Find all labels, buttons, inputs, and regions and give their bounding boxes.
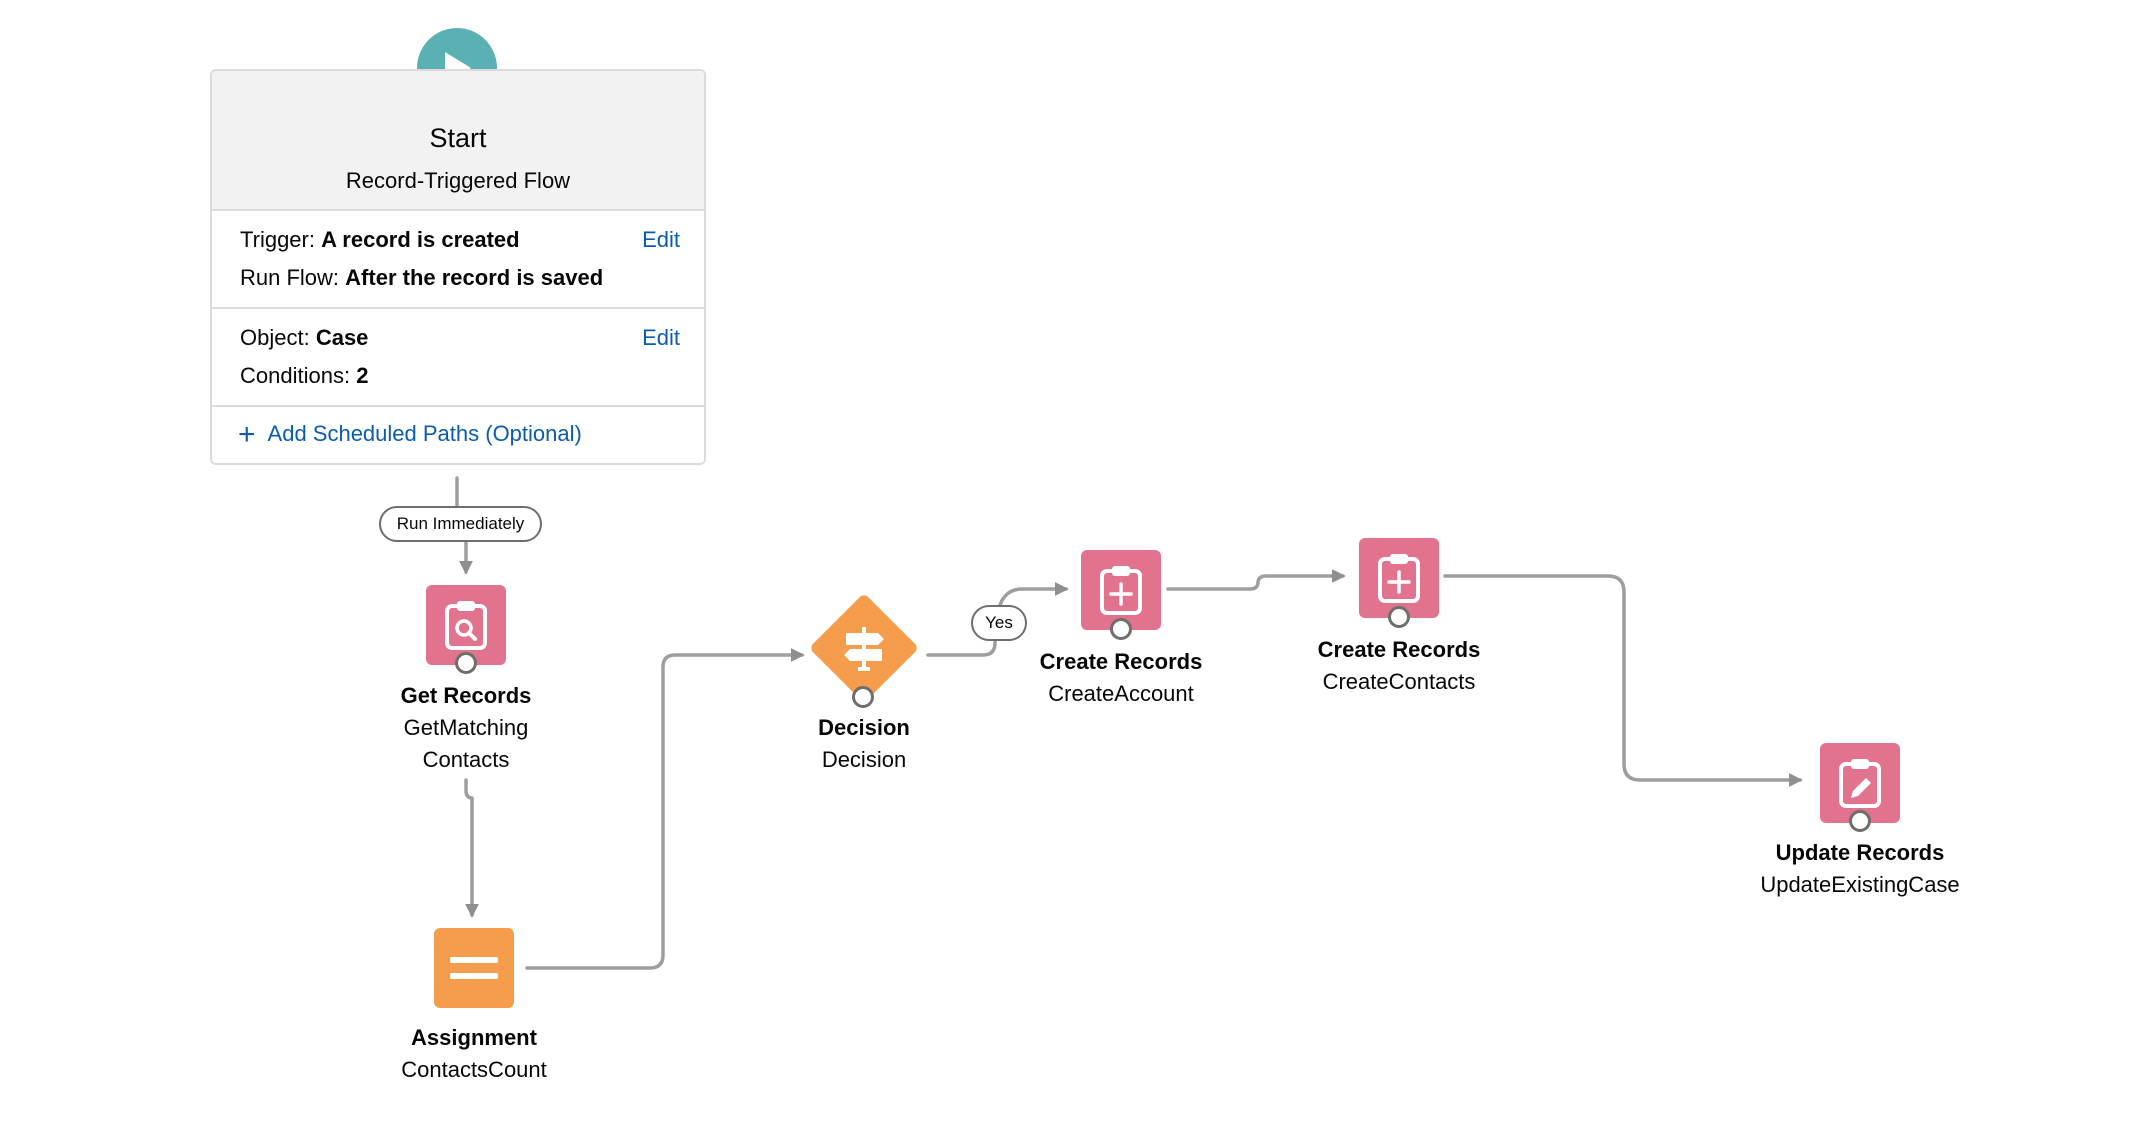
run-flow-row: Run Flow: After the record is saved bbox=[240, 265, 603, 291]
decision-label: Decision Decision bbox=[714, 712, 1014, 776]
update-records-name: UpdateExistingCase bbox=[1760, 872, 1960, 897]
object-row: Object: Case bbox=[240, 325, 368, 351]
connector-decision-to-yes bbox=[926, 636, 997, 657]
scheduled-paths-section: + Add Scheduled Paths (Optional) bbox=[212, 407, 704, 463]
connector-assignment-to-decision bbox=[525, 648, 805, 970]
create-contacts-type: Create Records bbox=[1317, 637, 1481, 662]
conditions-value: 2 bbox=[356, 363, 369, 388]
start-element-card[interactable]: Start Record-Triggered Flow Trigger: A r… bbox=[210, 69, 706, 465]
get-records-label: Get Records GetMatching Contacts bbox=[316, 680, 616, 776]
create-account-connector-port[interactable] bbox=[1110, 618, 1132, 640]
create-account-element[interactable] bbox=[1081, 550, 1161, 630]
trigger-row: Trigger: A record is created bbox=[240, 227, 520, 253]
equals-icon bbox=[450, 957, 498, 979]
start-header: Start Record-Triggered Flow bbox=[212, 71, 704, 211]
get-records-connector-port[interactable] bbox=[455, 652, 477, 674]
get-records-name-line1: GetMatching bbox=[403, 715, 529, 740]
run-flow-value: After the record is saved bbox=[345, 265, 604, 290]
edit-object-link[interactable]: Edit bbox=[642, 325, 680, 350]
object-value: Case bbox=[315, 325, 369, 350]
create-contacts-element[interactable] bbox=[1359, 538, 1439, 618]
run-flow-label: Run Flow: bbox=[240, 265, 340, 290]
conditions-row: Conditions: 2 bbox=[240, 363, 368, 389]
create-account-label: Create Records CreateAccount bbox=[971, 646, 1271, 710]
assignment-name: ContactsCount bbox=[401, 1057, 547, 1082]
yes-outcome-badge[interactable]: Yes bbox=[971, 605, 1027, 641]
connector-yes-to-create-account bbox=[998, 582, 1069, 607]
trigger-label: Trigger: bbox=[240, 227, 315, 252]
create-contacts-name: CreateContacts bbox=[1322, 669, 1476, 694]
assignment-label: Assignment ContactsCount bbox=[324, 1022, 624, 1086]
decision-connector-port[interactable] bbox=[852, 686, 874, 708]
get-records-element[interactable] bbox=[426, 585, 506, 665]
connector-create-contacts-to-update-records bbox=[1443, 574, 1803, 787]
plus-icon: + bbox=[238, 418, 256, 451]
conditions-label: Conditions: bbox=[240, 363, 351, 388]
update-records-connector-port[interactable] bbox=[1849, 810, 1871, 832]
start-subtitle: Record-Triggered Flow bbox=[345, 168, 571, 193]
add-scheduled-paths-label: Add Scheduled Paths (Optional) bbox=[267, 421, 582, 446]
search-record-icon bbox=[445, 601, 487, 650]
add-scheduled-paths-link[interactable]: + Add Scheduled Paths (Optional) bbox=[238, 420, 582, 450]
create-contacts-label: Create Records CreateContacts bbox=[1249, 634, 1549, 698]
update-records-label: Update Records UpdateExistingCase bbox=[1710, 837, 2010, 901]
create-record-icon bbox=[1100, 566, 1142, 615]
trigger-section: Trigger: A record is created Run Flow: A… bbox=[212, 211, 704, 309]
connector-get-records-to-assignment bbox=[464, 778, 479, 918]
create-account-type: Create Records bbox=[1039, 649, 1203, 674]
decision-name: Decision bbox=[821, 747, 907, 772]
start-title: Start bbox=[429, 123, 487, 153]
assignment-type: Assignment bbox=[411, 1025, 537, 1050]
run-immediately-badge[interactable]: Run Immediately bbox=[379, 506, 542, 542]
create-contacts-connector-port[interactable] bbox=[1388, 606, 1410, 628]
connector-create-account-to-create-contacts bbox=[1166, 569, 1346, 591]
update-record-icon bbox=[1839, 759, 1881, 808]
update-records-element[interactable] bbox=[1820, 743, 1900, 823]
object-section: Object: Case Conditions: 2 Edit bbox=[212, 309, 704, 407]
trigger-value: A record is created bbox=[321, 227, 520, 252]
edit-trigger-link[interactable]: Edit bbox=[642, 227, 680, 252]
object-label: Object: bbox=[240, 325, 310, 350]
update-records-type: Update Records bbox=[1775, 840, 1945, 865]
create-record-icon bbox=[1378, 554, 1420, 603]
get-records-name-line2: Contacts bbox=[422, 747, 510, 772]
create-account-name: CreateAccount bbox=[1048, 681, 1194, 706]
decision-type: Decision bbox=[818, 715, 910, 740]
assignment-element[interactable] bbox=[434, 928, 514, 1008]
get-records-type: Get Records bbox=[400, 683, 532, 708]
